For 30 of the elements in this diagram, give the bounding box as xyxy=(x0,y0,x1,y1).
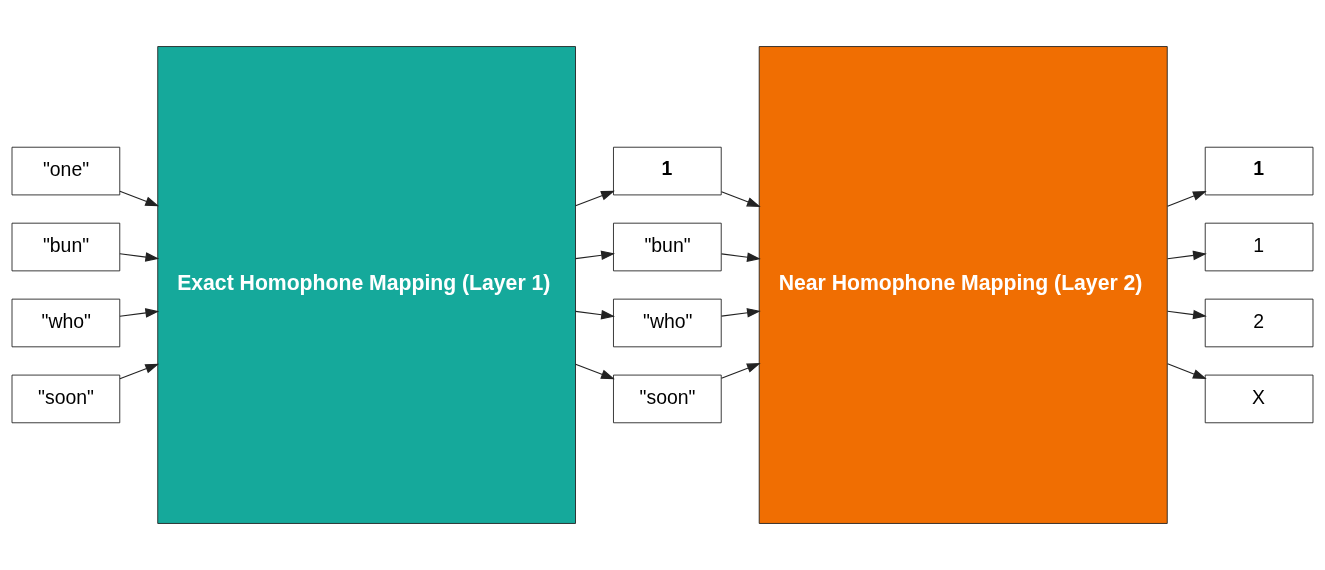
arrow xyxy=(720,308,761,318)
node-box: X xyxy=(1204,374,1314,424)
arrow xyxy=(119,252,160,262)
node-box: "one" xyxy=(11,146,121,196)
node-box: "who" xyxy=(613,298,722,348)
node-box: "bun" xyxy=(11,222,121,272)
arrow xyxy=(1167,363,1207,379)
node-box: "who" xyxy=(11,298,121,348)
arrow xyxy=(720,363,761,379)
node-box: Exact Homophone Mapping (Layer 1) xyxy=(157,46,576,524)
arrow xyxy=(1167,309,1207,320)
arrow xyxy=(575,309,615,320)
arrow xyxy=(575,190,615,207)
arrow xyxy=(1167,250,1207,261)
arrow xyxy=(575,250,615,261)
node-box: "soon" xyxy=(613,374,722,424)
arrow xyxy=(720,252,761,262)
arrow xyxy=(720,191,761,207)
arrow xyxy=(119,363,160,380)
arrow xyxy=(1167,191,1207,207)
node-box: 1 xyxy=(613,146,722,196)
node-box: Near Homophone Mapping (Layer 2) xyxy=(758,46,1168,524)
node-box: 2 xyxy=(1204,298,1314,348)
node-box: "soon" xyxy=(11,374,121,424)
node-box: 1 xyxy=(1204,222,1314,272)
arrow xyxy=(119,190,160,207)
node-box: "bun" xyxy=(613,222,722,272)
arrow xyxy=(575,363,615,380)
arrow xyxy=(119,308,160,318)
node-box: 1 xyxy=(1204,146,1314,196)
